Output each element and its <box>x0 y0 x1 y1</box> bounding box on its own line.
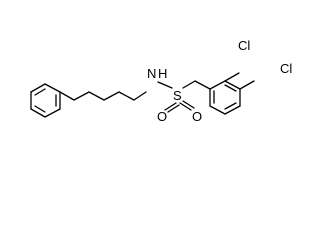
bond <box>209 80 226 90</box>
bond <box>30 83 46 93</box>
bond <box>239 80 255 90</box>
double-bond <box>167 104 180 113</box>
double-bond-inner <box>224 84 237 92</box>
bond <box>224 105 241 115</box>
bond <box>73 91 90 101</box>
bond <box>182 80 196 89</box>
bond <box>44 108 61 118</box>
bond <box>209 105 226 115</box>
double-bond <box>164 102 177 111</box>
phenyl-ring <box>30 83 61 118</box>
bond <box>103 91 120 101</box>
bond <box>224 80 241 90</box>
propyl-chain <box>59 91 147 101</box>
hydrogen-atom: H <box>158 66 167 81</box>
bond <box>133 91 147 101</box>
bond <box>88 91 105 101</box>
bond <box>224 72 240 82</box>
bond <box>194 80 211 90</box>
bond <box>118 91 135 101</box>
nitrogen-atom: N <box>147 66 156 81</box>
bond <box>30 108 46 118</box>
oxygen-atom: O <box>157 109 167 124</box>
sulfur-atom: S <box>173 88 182 103</box>
double-bond-inner <box>224 102 237 110</box>
double-bond <box>179 102 192 111</box>
oxygen-atom: O <box>192 109 202 124</box>
dichlorophenyl-ring <box>209 80 241 115</box>
double-bond-inner <box>34 105 46 113</box>
molecule-structure: N H S O O Cl <box>30 38 292 124</box>
bond <box>157 81 173 89</box>
chlorine-atom: Cl <box>280 61 292 76</box>
structure-canvas: N H S O O Cl <box>30 38 293 124</box>
chlorine-atom: Cl <box>238 38 250 53</box>
double-bond <box>182 100 195 109</box>
bond <box>44 83 61 93</box>
bond <box>59 91 75 101</box>
double-bond-inner <box>34 88 46 96</box>
